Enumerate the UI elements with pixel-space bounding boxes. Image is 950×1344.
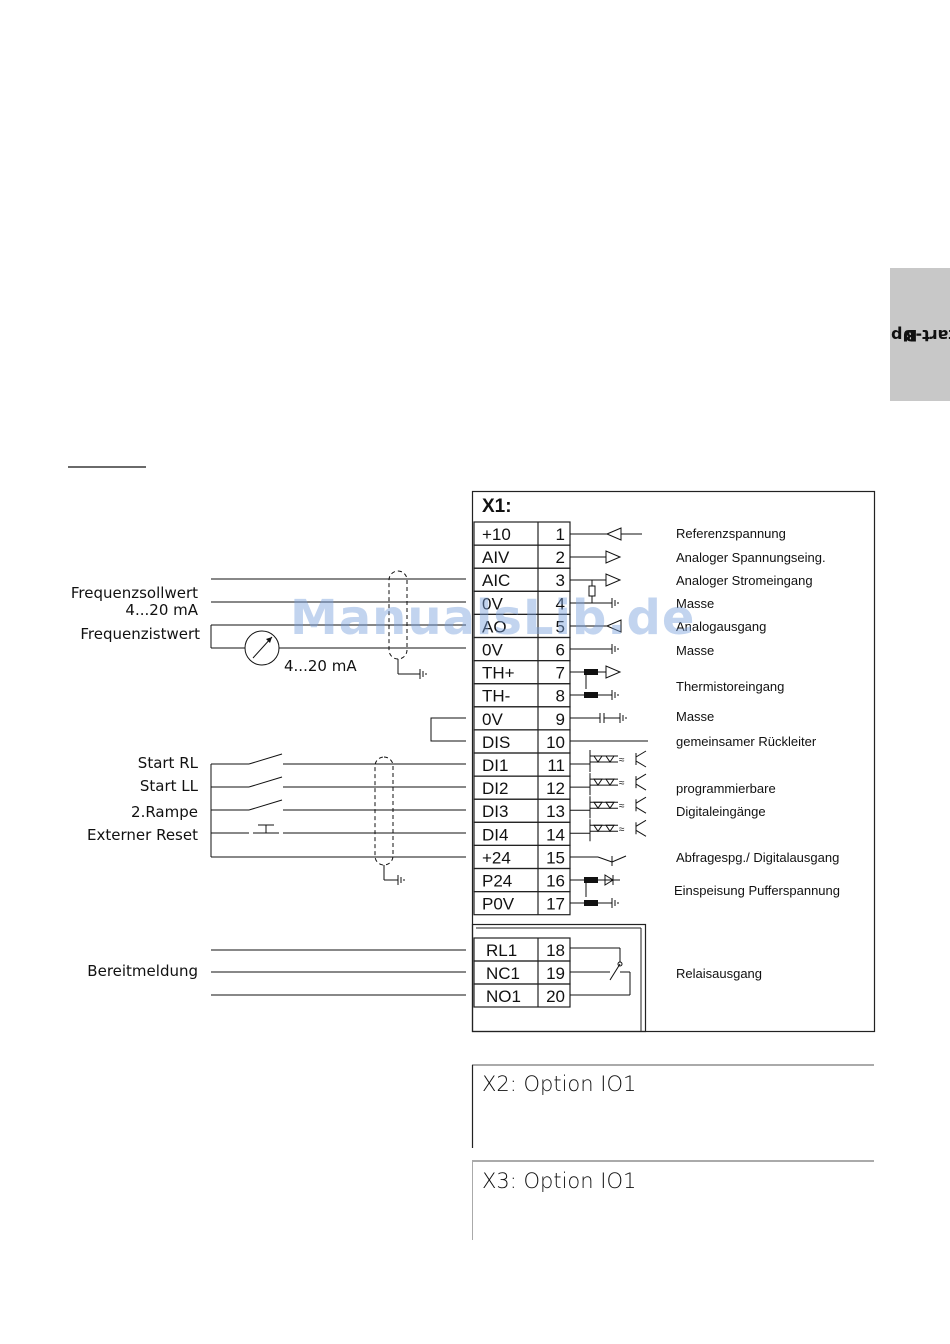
terminal-number: 10 xyxy=(546,733,565,752)
label-freq-soll-range: 4...20 mA xyxy=(125,601,198,619)
terminal-description: Masse xyxy=(676,643,714,658)
terminal-name: DI4 xyxy=(482,825,508,844)
terminal-description: programmierbare xyxy=(676,781,776,796)
cable-shield-2 xyxy=(374,756,394,866)
terminal-number: 14 xyxy=(546,825,565,844)
relay-terminal-name: NC1 xyxy=(486,964,520,983)
terminal-number: 16 xyxy=(546,872,565,891)
terminal-name: +24 xyxy=(482,848,511,867)
label-freq-ist: Frequenzistwert xyxy=(80,625,200,643)
terminal-name: AIC xyxy=(482,571,510,590)
terminal-description: Analogausgang xyxy=(676,619,766,634)
terminal-name: DI1 xyxy=(482,756,508,775)
terminal-name: AO xyxy=(482,617,507,636)
relay-description: Relaisausgang xyxy=(676,966,762,981)
label-rampe: 2.Rampe xyxy=(131,803,198,821)
option-x2-title: X2: Option IO1 xyxy=(482,1072,636,1096)
option-x3-title: X3: Option IO1 xyxy=(482,1169,636,1193)
terminal-name: TH+ xyxy=(482,664,515,683)
terminal-name: DI3 xyxy=(482,802,508,821)
x1-frame xyxy=(471,490,876,1033)
label-start-ll: Start LL xyxy=(140,777,199,795)
terminal-number: 15 xyxy=(546,848,565,867)
label-freq-ist-range: 4...20 mA xyxy=(284,657,357,675)
label-start-rl: Start RL xyxy=(138,754,199,772)
section-tab: BStart-Up xyxy=(890,268,950,401)
terminal-number: 17 xyxy=(546,895,565,914)
terminal-name: 0V xyxy=(482,594,503,613)
relay-wiring xyxy=(211,949,466,996)
terminal-name: TH- xyxy=(482,687,510,706)
terminal-number: 7 xyxy=(556,664,565,683)
terminal-description: Thermistoreingang xyxy=(676,679,784,694)
digital-wiring xyxy=(210,753,466,886)
terminal-name: 0V xyxy=(482,641,503,660)
terminal-description: Analoger Spannungseing. xyxy=(676,550,826,565)
terminal-description: Referenzspannung xyxy=(676,526,786,541)
terminal-name: +10 xyxy=(482,525,511,544)
terminal-name: P0V xyxy=(482,895,515,914)
dis-bridge xyxy=(430,717,466,742)
relay-frame xyxy=(471,923,647,1033)
terminal-number: 4 xyxy=(556,594,565,613)
relay-terminal-number: 19 xyxy=(546,964,565,983)
terminal-number: 11 xyxy=(547,756,565,775)
option-x2: X2: Option IO1 xyxy=(471,1064,874,1148)
terminal-name: P24 xyxy=(482,872,512,891)
relay-terminal-name: NO1 xyxy=(486,987,521,1006)
terminal-number: 1 xyxy=(556,525,565,544)
label-ready: Bereitmeldung xyxy=(87,962,198,980)
terminal-number: 5 xyxy=(556,617,565,636)
section-tab-title: Start-Up xyxy=(890,325,950,345)
terminal-number: 12 xyxy=(546,779,565,798)
terminal-name: 0V xyxy=(482,710,503,729)
terminal-name: DI2 xyxy=(482,779,508,798)
relay-terminal-name: RL1 xyxy=(486,941,517,960)
analog-wiring xyxy=(210,570,466,680)
terminal-description: Analoger Stromeingang xyxy=(676,573,813,588)
terminal-number: 8 xyxy=(556,687,565,706)
label-reset: Externer Reset xyxy=(87,826,198,844)
x1-title: X1: xyxy=(482,496,512,517)
terminal-description: Masse xyxy=(676,709,714,724)
watermark: ManualsLib.de xyxy=(290,590,696,646)
terminal-number: 9 xyxy=(556,710,565,729)
relay-terminal-number: 18 xyxy=(546,941,565,960)
option-x3: X3: Option IO1 xyxy=(472,1160,874,1240)
terminal-symbols: ≈ ≈ ≈ ≈ xyxy=(570,527,648,996)
label-freq-soll: Frequenzsollwert xyxy=(71,584,198,602)
terminal-number: 13 xyxy=(546,802,565,821)
terminal-description: Abfragespg./ Digitalausgang xyxy=(676,850,839,865)
relay-terminal-number: 20 xyxy=(546,987,565,1006)
svg-text:≈: ≈ xyxy=(619,755,625,766)
terminal-name: AIV xyxy=(482,548,510,567)
terminal-description: gemeinsamer Rückleiter xyxy=(676,734,817,749)
svg-text:≈: ≈ xyxy=(619,778,625,789)
terminal-number: 3 xyxy=(556,571,565,590)
svg-text:≈: ≈ xyxy=(619,824,625,835)
terminal-name: DIS xyxy=(482,733,510,752)
terminal-number: 6 xyxy=(556,641,565,660)
terminal-number: 2 xyxy=(556,548,565,567)
terminal-description: Masse xyxy=(676,596,714,611)
terminal-description: Einspeisung Pufferspannung xyxy=(674,883,840,898)
terminal-description: Digitaleingänge xyxy=(676,804,766,819)
svg-text:≈: ≈ xyxy=(619,801,625,812)
